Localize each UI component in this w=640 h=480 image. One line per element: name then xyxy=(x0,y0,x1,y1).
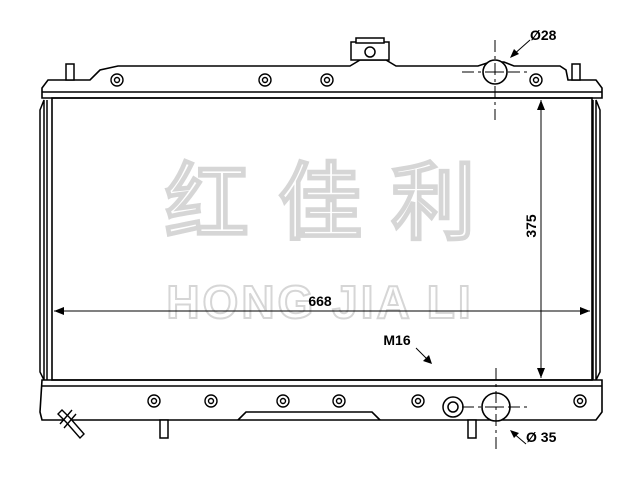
watermark-latin: HONG JIA LI xyxy=(166,276,473,328)
watermark-chinese: 红 佳 利 xyxy=(165,154,476,252)
top-bolts xyxy=(110,73,543,87)
inlet-port xyxy=(462,40,528,120)
outlet-port xyxy=(462,368,530,452)
drain-thread-label: M16 xyxy=(383,332,410,348)
drain-plug xyxy=(442,396,464,418)
inlet-diameter-label: Ø28 xyxy=(530,27,557,43)
bottom-tank xyxy=(39,379,603,421)
side-rails xyxy=(39,99,601,381)
height-dimension: 375 xyxy=(523,100,545,378)
outlet-callout: Ø 35 xyxy=(510,429,557,445)
top-mount-pegs xyxy=(65,63,581,81)
width-dimension: 668 xyxy=(54,293,590,315)
bottom-bolts xyxy=(147,394,587,408)
width-label: 668 xyxy=(308,293,332,309)
height-label: 375 xyxy=(523,214,539,238)
inlet-callout: Ø28 xyxy=(510,27,557,58)
drain-callout: M16 xyxy=(383,332,432,364)
bottom-mount-pegs xyxy=(159,419,477,439)
filler-neck xyxy=(350,37,390,61)
watermark: 红 佳 利 HONG JIA LI xyxy=(164,153,477,329)
bleed-valve xyxy=(57,409,85,440)
outlet-diameter-label: Ø 35 xyxy=(526,429,557,445)
top-tank xyxy=(41,59,603,99)
